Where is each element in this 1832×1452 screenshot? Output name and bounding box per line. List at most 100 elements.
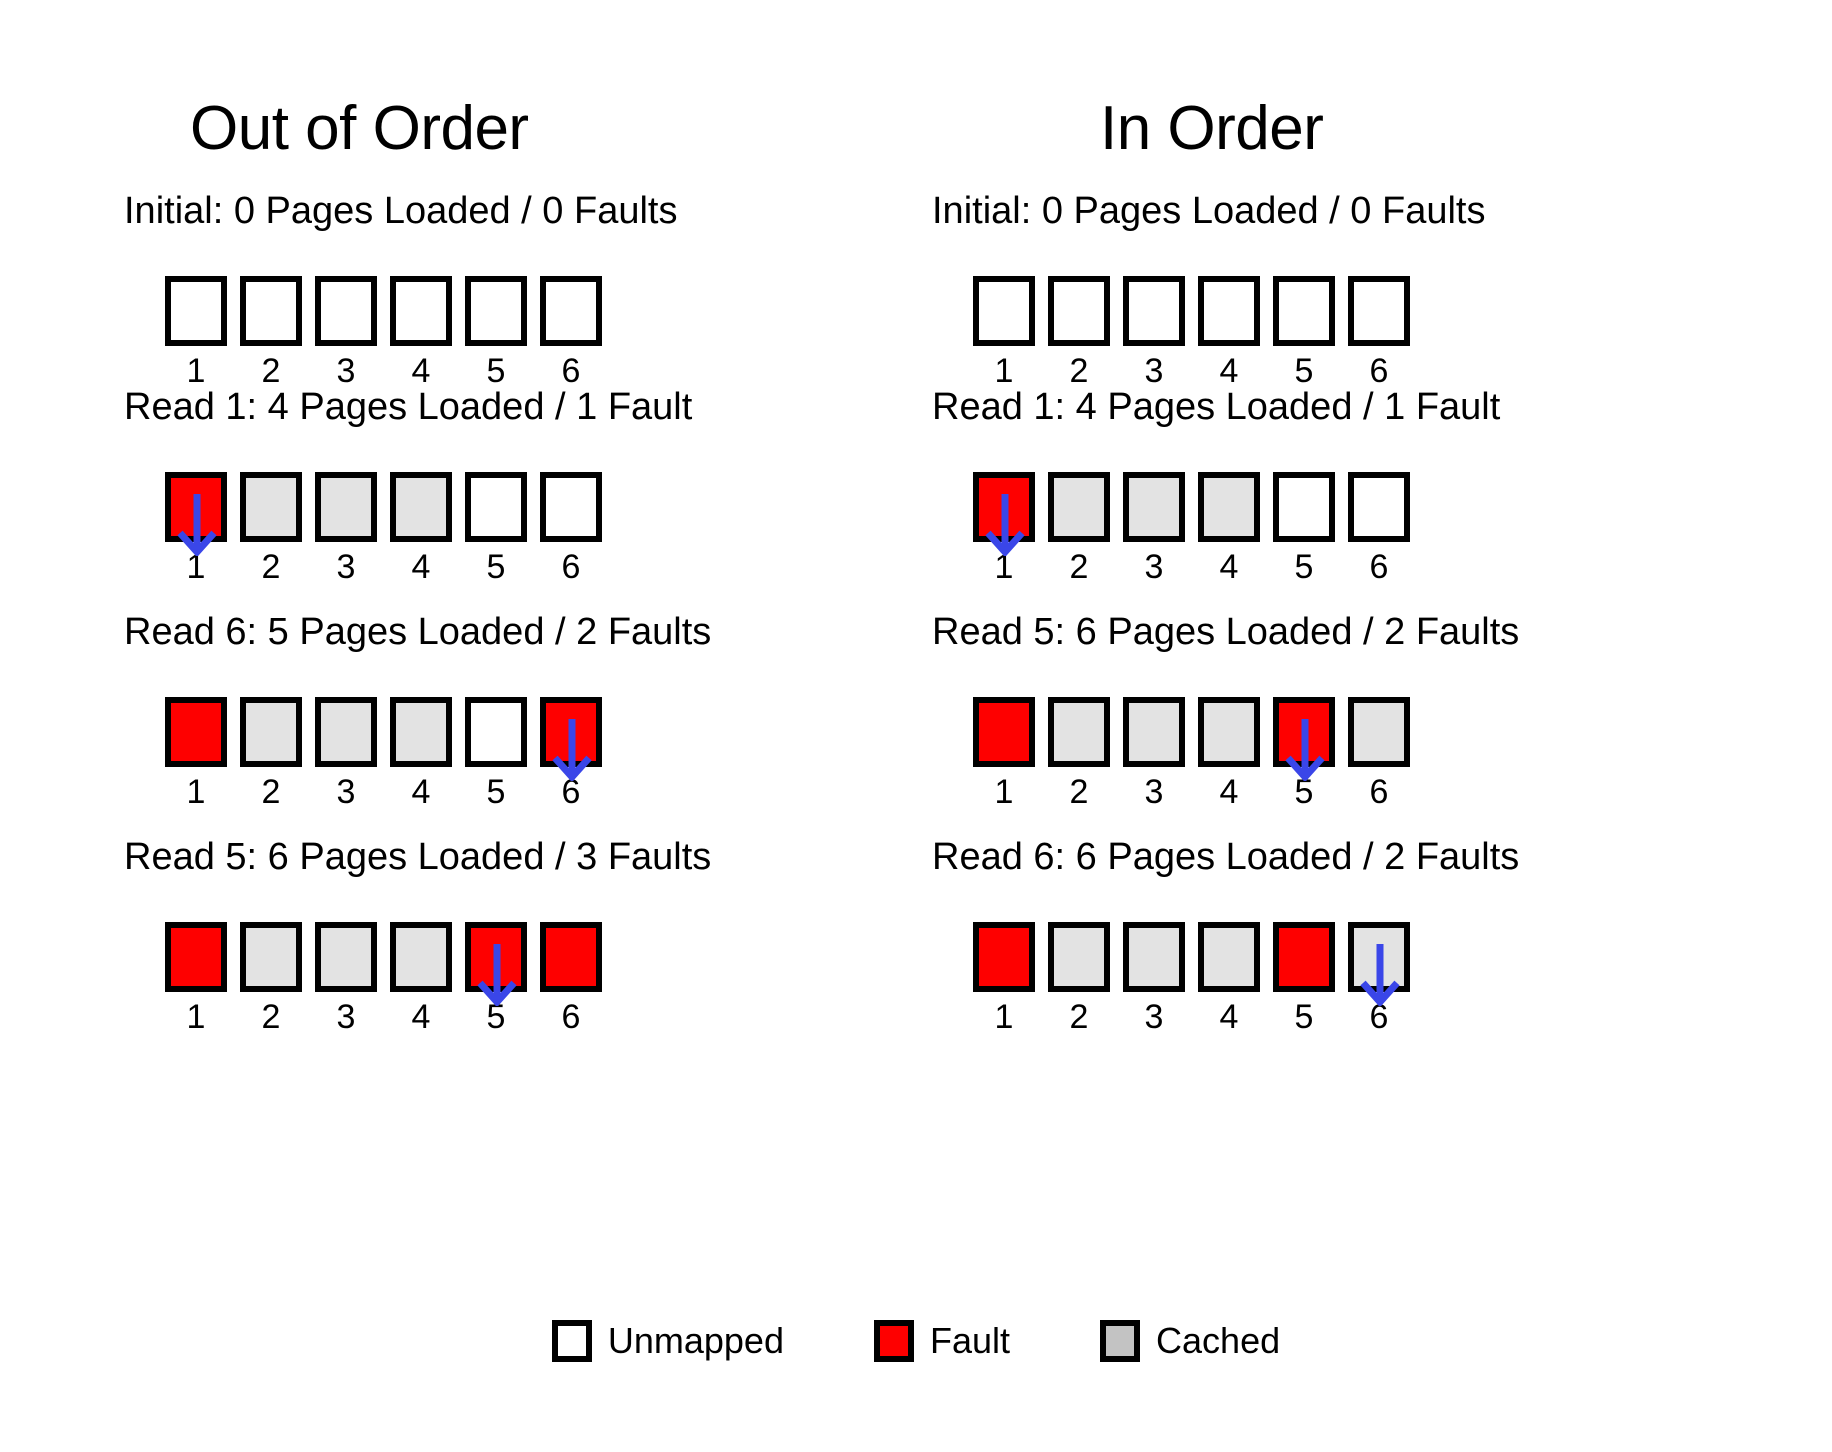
- page-cell-label: 4: [411, 548, 431, 586]
- page-cell-label: 3: [1144, 548, 1164, 586]
- page-cell-label: 4: [411, 352, 431, 390]
- page-cell-label: 5: [486, 998, 506, 1036]
- step-caption: Read 1: 4 Pages Loaded / 1 Fault: [124, 386, 693, 428]
- page-cell-4-unmapped[interactable]: [1198, 276, 1260, 346]
- page-cell-label: 4: [1219, 998, 1239, 1036]
- step-caption: Read 1: 4 Pages Loaded / 1 Fault: [932, 386, 1501, 428]
- column-title-out-of-order: Out of Order: [190, 94, 529, 163]
- page-cell-3-cached[interactable]: [1123, 697, 1185, 767]
- legend-swatch-cached: [1100, 1320, 1141, 1362]
- page-cell-2-cached[interactable]: [240, 472, 302, 542]
- page-cell-label: 3: [336, 998, 356, 1036]
- page-cell-1-fault[interactable]: [165, 922, 227, 992]
- page-cell-label: 4: [1219, 352, 1239, 390]
- page-cell-1-unmapped[interactable]: [973, 276, 1035, 346]
- page-cell-label: 3: [1144, 352, 1164, 390]
- page-cell-label: 6: [1369, 773, 1389, 811]
- page-cell-label: 4: [411, 998, 431, 1036]
- page-cell-label: 4: [411, 773, 431, 811]
- page-cell-3-cached[interactable]: [1123, 472, 1185, 542]
- page-cell-2-cached[interactable]: [240, 922, 302, 992]
- legend-swatch-unmapped: [551, 1320, 592, 1362]
- page-cell-6-unmapped[interactable]: [1348, 276, 1410, 346]
- legend-label: Cached: [1156, 1320, 1281, 1361]
- page-cell-2-cached[interactable]: [1048, 472, 1110, 542]
- read-arrow-icon: [477, 944, 517, 1006]
- legend-label: Fault: [929, 1320, 1011, 1361]
- page-cell-label: 5: [1294, 998, 1314, 1036]
- page-cell-6-unmapped[interactable]: [540, 472, 602, 542]
- column-title-in-order: In Order: [1100, 94, 1324, 163]
- page-cell-label: 2: [1069, 998, 1089, 1036]
- page-cell-4-cached[interactable]: [1198, 922, 1260, 992]
- page-cell-label: 1: [186, 998, 206, 1036]
- page-cell-3-unmapped[interactable]: [1123, 276, 1185, 346]
- page-cell-4-cached[interactable]: [1198, 472, 1260, 542]
- legend-item-fault: Fault: [873, 1320, 1011, 1362]
- page-cell-label: 5: [486, 548, 506, 586]
- page-cell-2-cached[interactable]: [240, 697, 302, 767]
- step-caption: Read 6: 5 Pages Loaded / 2 Faults: [124, 611, 712, 653]
- page-cell-4-cached[interactable]: [390, 922, 452, 992]
- page-cell-4-unmapped[interactable]: [390, 276, 452, 346]
- page-cell-3-unmapped[interactable]: [315, 276, 377, 346]
- page-cell-label: 6: [561, 773, 581, 811]
- legend-label: Unmapped: [607, 1320, 784, 1361]
- page-cell-label: 1: [994, 548, 1014, 586]
- read-arrow-icon: [985, 494, 1025, 556]
- page-cell-3-cached[interactable]: [315, 697, 377, 767]
- page-cell-2-unmapped[interactable]: [240, 276, 302, 346]
- page-cell-label: 5: [1294, 548, 1314, 586]
- page-cell-4-cached[interactable]: [1198, 697, 1260, 767]
- page-cell-6-unmapped[interactable]: [1348, 472, 1410, 542]
- page-cell-label: 5: [1294, 773, 1314, 811]
- page-cell-label: 5: [486, 773, 506, 811]
- page-cell-label: 2: [1069, 352, 1089, 390]
- page-cell-2-unmapped[interactable]: [1048, 276, 1110, 346]
- page-cell-label: 6: [561, 998, 581, 1036]
- page-cell-5-unmapped[interactable]: [1273, 276, 1335, 346]
- page-cell-6-unmapped[interactable]: [540, 276, 602, 346]
- page-cell-1-fault[interactable]: [973, 697, 1035, 767]
- page-cell-6-cached[interactable]: [1348, 697, 1410, 767]
- page-cell-5-unmapped[interactable]: [465, 697, 527, 767]
- read-arrow-icon: [1360, 944, 1400, 1006]
- page-cell-4-cached[interactable]: [390, 697, 452, 767]
- page-cell-label: 3: [336, 548, 356, 586]
- page-cell-1-fault[interactable]: [165, 697, 227, 767]
- page-cell-5-unmapped[interactable]: [465, 276, 527, 346]
- page-cell-label: 1: [994, 352, 1014, 390]
- read-arrow-icon: [1285, 719, 1325, 781]
- page-cell-3-cached[interactable]: [315, 922, 377, 992]
- page-cell-label: 6: [1369, 998, 1389, 1036]
- read-arrow-icon: [552, 719, 592, 781]
- page-cell-2-cached[interactable]: [1048, 922, 1110, 992]
- page-cell-4-cached[interactable]: [390, 472, 452, 542]
- page-cell-5-unmapped[interactable]: [465, 472, 527, 542]
- page-cell-6-fault[interactable]: [540, 922, 602, 992]
- page-cell-label: 3: [1144, 773, 1164, 811]
- page-cell-3-cached[interactable]: [315, 472, 377, 542]
- page-cell-label: 6: [561, 352, 581, 390]
- page-cell-label: 2: [261, 548, 281, 586]
- page-cell-1-fault[interactable]: [973, 922, 1035, 992]
- read-arrow-icon: [177, 494, 217, 556]
- page-cell-2-cached[interactable]: [1048, 697, 1110, 767]
- page-cell-label: 2: [261, 773, 281, 811]
- page-cell-5-fault[interactable]: [1273, 922, 1335, 992]
- column-out-of-order: Out of Order Initial: 0 Pages Loaded / 0…: [120, 0, 760, 1290]
- page-cell-3-cached[interactable]: [1123, 922, 1185, 992]
- page-cell-label: 6: [561, 548, 581, 586]
- step-caption: Initial: 0 Pages Loaded / 0 Faults: [124, 190, 678, 232]
- page-cell-label: 2: [1069, 548, 1089, 586]
- page-cell-5-unmapped[interactable]: [1273, 472, 1335, 542]
- page-cell-1-unmapped[interactable]: [165, 276, 227, 346]
